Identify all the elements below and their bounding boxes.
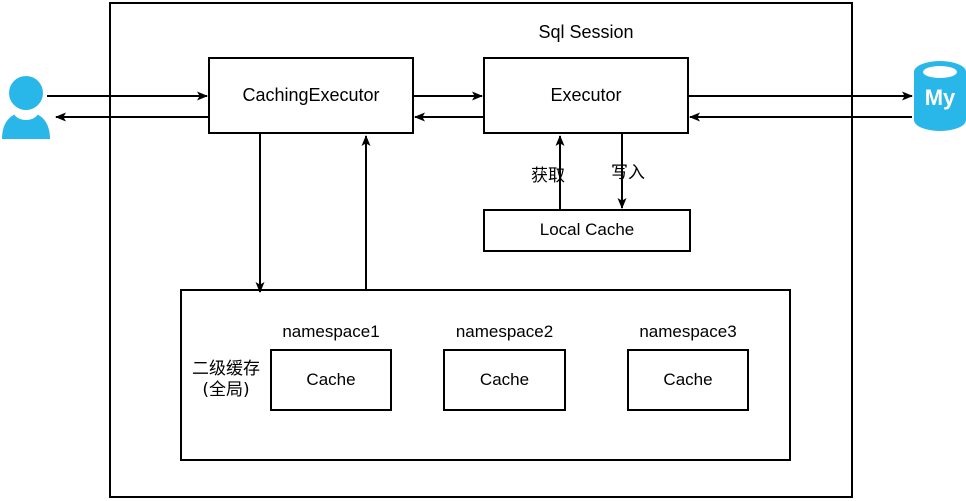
local-cache-box[interactable] <box>483 209 691 252</box>
namespace2-cache-box[interactable] <box>443 349 566 411</box>
namespace3-cache-box[interactable] <box>627 349 749 411</box>
sql-session-container <box>109 2 853 498</box>
page-title: Sql Session <box>538 22 634 42</box>
executor-box[interactable] <box>483 57 689 134</box>
namespace1-cache-box[interactable] <box>270 349 392 411</box>
mysql-database-icon <box>914 61 966 131</box>
user-icon <box>2 76 50 139</box>
caching-executor-box[interactable] <box>208 57 414 134</box>
